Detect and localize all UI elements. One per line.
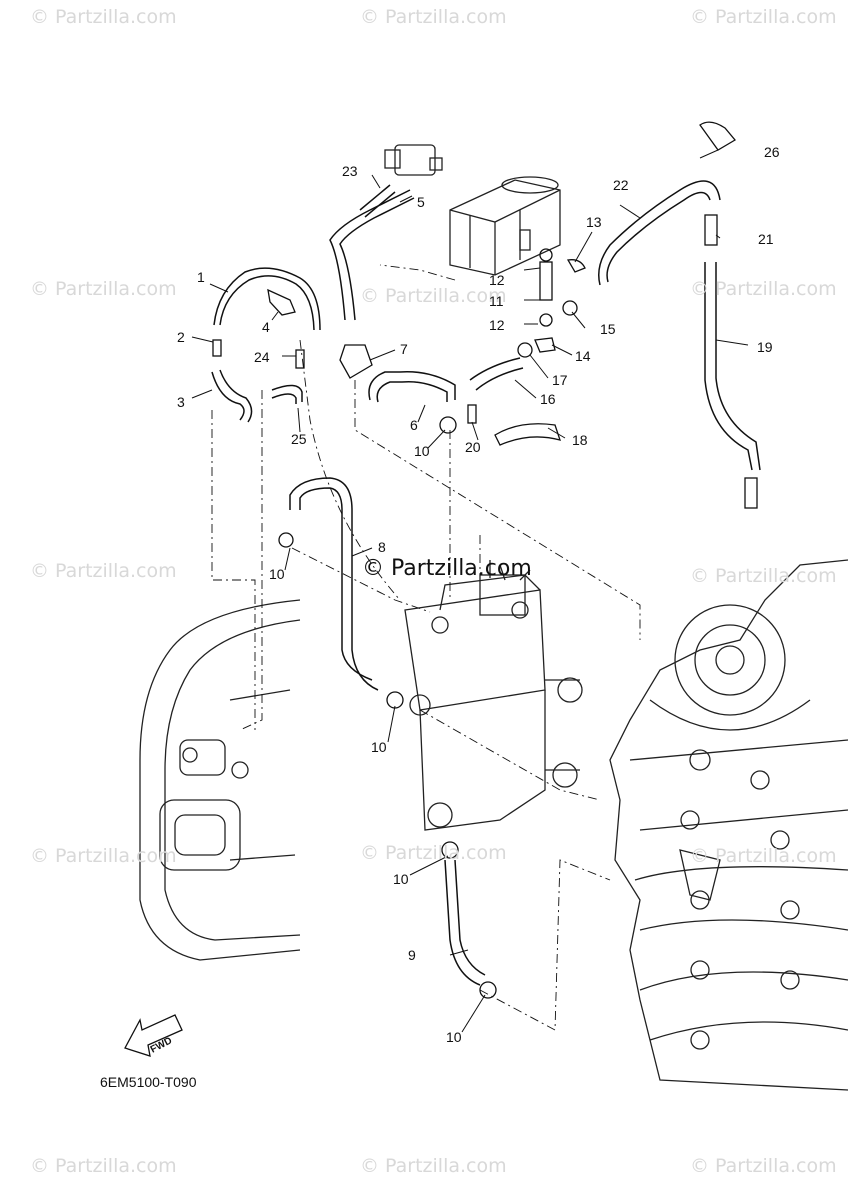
- callout-17: 17: [552, 372, 568, 388]
- callout-22: 22: [613, 177, 629, 193]
- watermark: © Partzilla.com: [360, 842, 507, 864]
- watermark: © Partzilla.com: [30, 278, 177, 300]
- callout-6: 6: [410, 417, 418, 433]
- watermark: © Partzilla.com: [30, 1155, 177, 1177]
- callout-5: 5: [417, 194, 425, 210]
- callout-13: 13: [586, 214, 602, 230]
- center-watermark: © Partzilla.com: [362, 556, 532, 581]
- callout-14: 14: [575, 348, 591, 364]
- watermark: © Partzilla.com: [690, 845, 837, 867]
- callout-18: 18: [572, 432, 588, 448]
- diagram-code: 6EM5100-T090: [100, 1074, 197, 1090]
- intake-manifold: [139, 599, 301, 961]
- callout-16: 16: [540, 391, 556, 407]
- watermark: © Partzilla.com: [30, 845, 177, 867]
- callout-9: 9: [408, 947, 416, 963]
- callout-7: 7: [400, 341, 408, 357]
- callout-23: 23: [342, 163, 358, 179]
- watermark: © Partzilla.com: [360, 1155, 507, 1177]
- solenoid-valve: [384, 144, 443, 176]
- watermark: © Partzilla.com: [360, 285, 507, 307]
- watermark: © Partzilla.com: [30, 6, 177, 28]
- fwd-arrow-icon: [124, 1014, 183, 1057]
- callout-12-b: 12: [489, 317, 505, 333]
- callout-10-e: 10: [446, 1029, 462, 1045]
- callout-8: 8: [378, 539, 386, 555]
- callout-1: 1: [197, 269, 205, 285]
- watermark: © Partzilla.com: [30, 560, 177, 582]
- watermark: © Partzilla.com: [690, 565, 837, 587]
- clips-fittings: [212, 121, 758, 999]
- callout-19: 19: [757, 339, 773, 355]
- watermark: © Partzilla.com: [360, 6, 507, 28]
- engine-block: [609, 559, 848, 1091]
- watermark: © Partzilla.com: [690, 6, 837, 28]
- callout-10-b: 10: [269, 566, 285, 582]
- callout-12-a: 12: [489, 272, 505, 288]
- callout-11: 11: [489, 293, 504, 309]
- watermark: © Partzilla.com: [690, 1155, 837, 1177]
- callout-3: 3: [177, 394, 185, 410]
- callout-15: 15: [600, 321, 616, 337]
- callout-2: 2: [177, 329, 185, 345]
- charcoal-canister: [449, 176, 561, 276]
- callout-24: 24: [254, 349, 270, 365]
- callout-10-c: 10: [371, 739, 387, 755]
- vapor-separator: [404, 560, 583, 831]
- callout-21: 21: [758, 231, 774, 247]
- callout-10-d: 10: [393, 871, 409, 887]
- hoses: [211, 180, 761, 986]
- watermark: © Partzilla.com: [690, 278, 837, 300]
- callout-26: 26: [764, 144, 780, 160]
- callout-4: 4: [262, 319, 270, 335]
- dashed-guides: [211, 264, 641, 1031]
- callout-20: 20: [465, 439, 481, 455]
- callout-25: 25: [291, 431, 307, 447]
- leader-lines: [191, 149, 749, 1033]
- callout-10-a: 10: [414, 443, 430, 459]
